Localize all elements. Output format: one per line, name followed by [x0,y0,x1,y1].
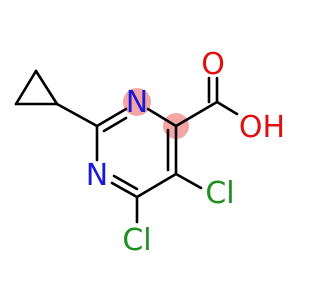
bond-c4-carboxyl [174,100,219,128]
hydroxyl-label: OH [239,110,285,145]
n1-highlight [123,88,151,116]
bond-c2-n1-double [102,116,128,133]
bond-c6-n3-double [112,174,139,191]
bond-c2-n1 [95,107,128,128]
cyclopropyl-bond-3 [34,69,59,106]
bond-hydroxyl [215,100,239,116]
cyclopropyl-bond-1 [14,69,38,106]
bond-n1-c4 [146,107,178,128]
bond-c5-cl [174,172,203,190]
structure-canvas: N N Cl Cl O OH [14,47,285,258]
n3-label: N [86,158,108,193]
carbonyl-oxygen-label: O [201,47,225,82]
molecule-diagram: N N Cl Cl O OH [14,47,285,258]
bond-c6-n3 [110,181,139,199]
cl6-label: Cl [122,223,151,258]
n1-label: N [126,85,148,120]
cyclopropyl-attach-bond [55,102,99,128]
bond-c5-c6 [135,172,178,199]
cl5-label: Cl [205,176,234,211]
